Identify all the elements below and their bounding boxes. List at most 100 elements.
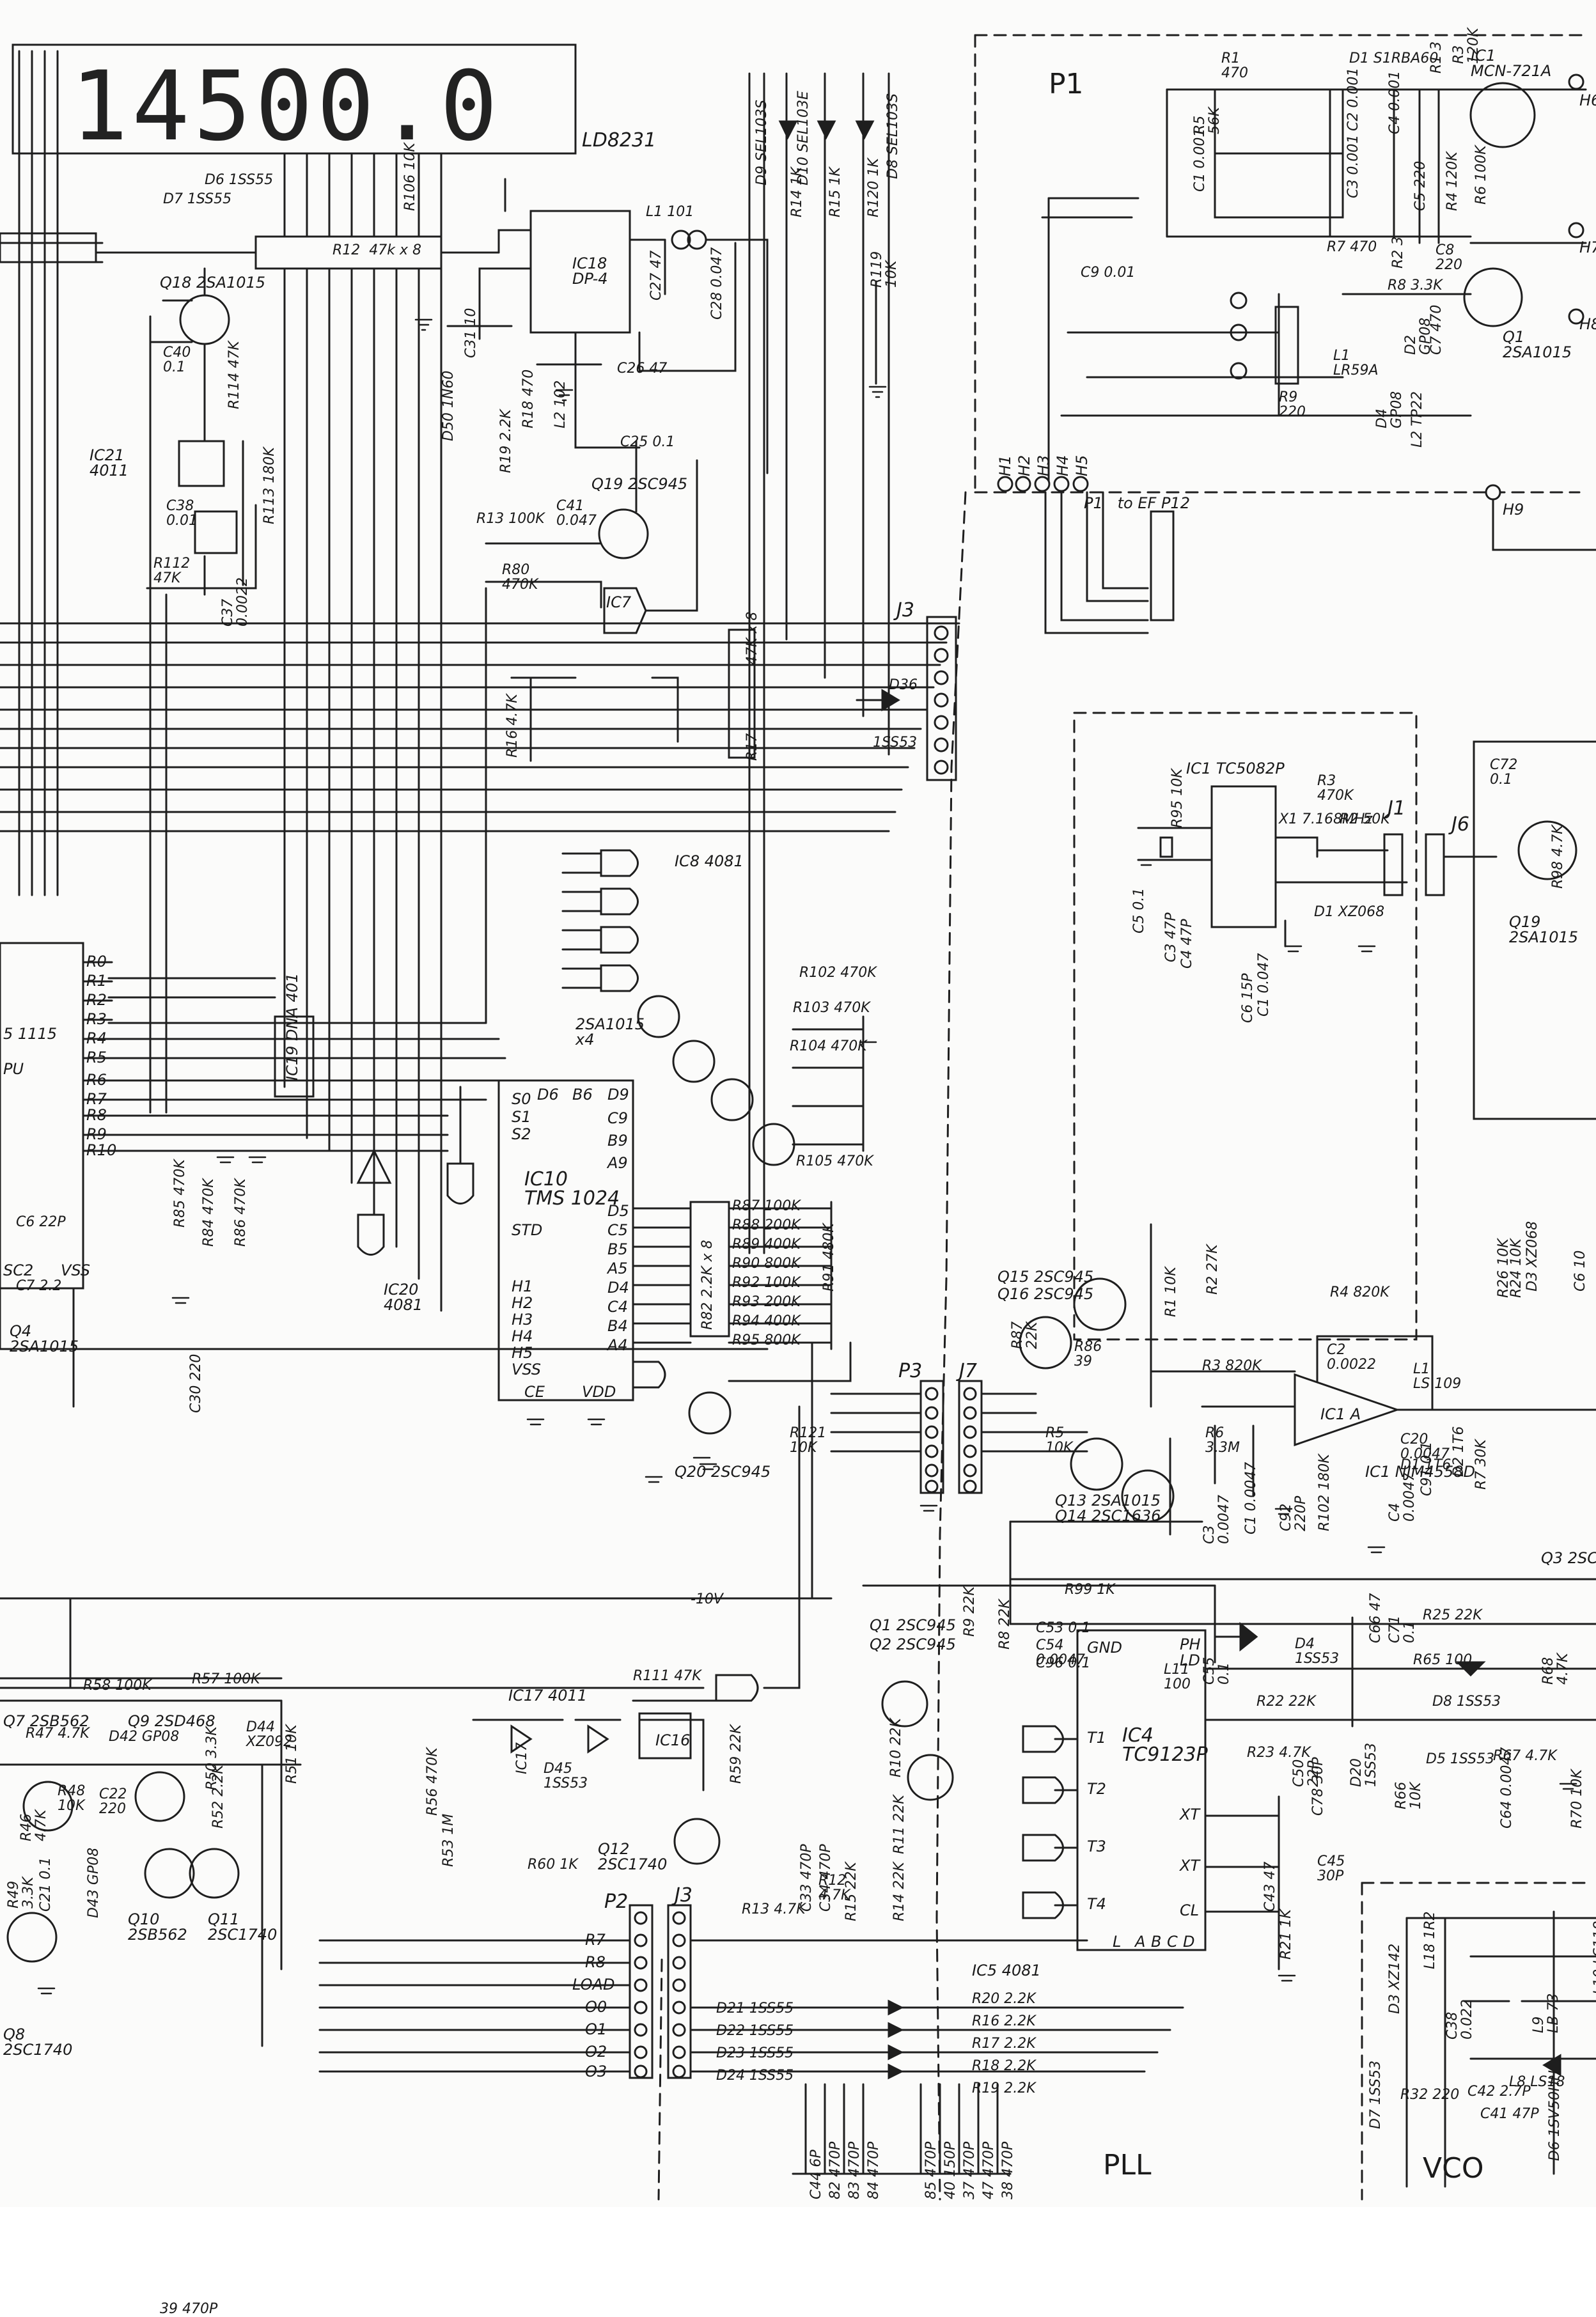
component-label: R88 200K [732, 1217, 801, 1233]
component-label: R53 1M [441, 1813, 457, 1867]
component-label: R92 100K [732, 1275, 801, 1291]
component-label: R70 10K [1569, 1769, 1585, 1829]
ic10-pin-a5: A5 [607, 1260, 628, 1277]
component-label: R67 4.7K [1493, 1748, 1557, 1764]
cpu-pin-r0: R0 [86, 953, 107, 971]
component-label: C92 220P [1278, 1495, 1310, 1531]
h-pin-1: H1 [996, 455, 1014, 476]
component-label: D4 GP08 [1374, 391, 1405, 428]
ic7-label: IC7 [606, 593, 632, 611]
cpu-label-2: PU [3, 1060, 24, 1078]
ic10-pin-s1: S1 [512, 1108, 531, 1126]
component-label: L1 101 [646, 204, 694, 220]
component-label: C6 10 [1572, 1250, 1588, 1291]
q2-pll-label: Q2 2SC945 [870, 1635, 956, 1653]
component-label: 1SS53 [873, 735, 918, 751]
component-label: R82 2.2K x 8 [700, 1240, 716, 1330]
component-label: C45 30P [1317, 1853, 1345, 1885]
h-pin-5: H5 [1073, 455, 1091, 476]
component-label: R59 22K [728, 1724, 744, 1784]
p2-pin-load: LOAD [572, 1976, 615, 1993]
cpu-label: 5 1115 [3, 1025, 57, 1043]
component-label: R49 3.3K [6, 1876, 37, 1908]
ic4-pin-cl: CL [1180, 1901, 1200, 1919]
component-label: C43 47 [1262, 1861, 1278, 1912]
ic10-pin-d9: D9 [607, 1086, 629, 1104]
ic4-pin-xt-bar: XT [1180, 1857, 1200, 1875]
ic10-block [497, 1079, 852, 1435]
display-readout: 14500.0 [70, 51, 502, 162]
component-label: D45 1SS53 [544, 1761, 588, 1792]
p2-pin-o1: O1 [585, 2020, 607, 2038]
h-pin-7: H7 [1579, 238, 1596, 256]
component-label: D22 1SS55 [716, 2023, 794, 2039]
component-label: -10V [691, 1591, 723, 1607]
q12-label: Q12 2SC1740 [598, 1840, 668, 1873]
component-label: R99 1K [1065, 1582, 1115, 1598]
component-label: R15 22K [843, 1862, 859, 1921]
ic10-label: IC10 TMS 1024 [524, 1168, 620, 1210]
component-label: C33 470P [799, 1844, 815, 1912]
ic10-pin-h2: H2 [512, 1294, 533, 1312]
component-label: C1 0.0047 [1243, 1462, 1259, 1534]
q15-label: Q15 2SC945 [997, 1268, 1094, 1286]
ic10-pin-h4: H4 [512, 1327, 533, 1345]
component-label: R1 470 [1221, 51, 1248, 82]
component-label: R21 1K [1278, 1909, 1294, 1960]
component-label: 39 470P [160, 2301, 218, 2317]
component-label: R14 1K [789, 167, 805, 217]
component-label: R94 400K [732, 1313, 801, 1329]
component-label: D3 XZ142 [1387, 1943, 1403, 2014]
ic4-pin-l: L [1113, 1933, 1122, 1951]
component-label: C27 47 [648, 250, 664, 300]
cpu-pin-r7: R7 [86, 1090, 107, 1108]
component-label: R51 10K [284, 1724, 300, 1784]
component-label: C4 47P [1179, 919, 1195, 969]
component-label: R91 480K [821, 1223, 837, 1291]
cpu-pin-r5: R5 [86, 1049, 107, 1066]
q10-label: Q10 2SB562 [128, 1910, 187, 1944]
component-label: D7 1SS55 [163, 191, 232, 207]
component-label: R23 4.7K [1247, 1745, 1311, 1761]
component-label: R68 4.7K [1540, 1653, 1572, 1685]
component-label: R103 470K [793, 1000, 870, 1016]
ic19-label: IC19 DNA 401 [283, 972, 301, 1080]
component-label: R18 2.2K [972, 2058, 1036, 2074]
section-vco-title: VCO [1423, 2152, 1484, 2185]
ic10-pin-h5: H5 [512, 1344, 533, 1362]
component-label: D4 1SS53 [1295, 1636, 1340, 1667]
component-label: C28 0.047 [709, 247, 725, 320]
component-label: R95 800K [732, 1332, 801, 1348]
cpu-pin-r9: R9 [86, 1125, 107, 1143]
q19-ic7-block [485, 440, 698, 1024]
component-label: R32 220 [1400, 2087, 1460, 2103]
component-label: D21 1SS55 [716, 2001, 794, 2017]
component-label: C38 0.01 [166, 498, 198, 529]
component-label: R93 200K [732, 1294, 801, 1310]
component-label: D6 1SV50HH [1547, 2070, 1563, 2161]
component-label: D36 [889, 677, 918, 693]
component-label: R66 10K [1393, 1781, 1425, 1809]
ic19-block [274, 1015, 315, 1098]
component-label: R2 3 [1390, 236, 1406, 269]
component-label: C72 0.1 [1490, 757, 1518, 788]
component-label: C55 0.1 [1201, 1657, 1233, 1685]
component-label: R104 470K [790, 1038, 867, 1054]
component-label: C9 0.01 [1081, 265, 1136, 281]
component-label: R3 470K [1317, 773, 1354, 804]
cpu-pin-r4: R4 [86, 1029, 107, 1047]
component-label: R22 22K [1256, 1694, 1316, 1710]
q1-p1-label: Q1 2SA1015 [1503, 328, 1572, 361]
ic4-pin-c: C [1167, 1933, 1178, 1951]
component-label: R87 100K [732, 1198, 801, 1214]
cpu-block [0, 942, 113, 1408]
component-label: D50 1N60 [441, 370, 457, 441]
component-label: L10 LS118 [1592, 1921, 1596, 1995]
component-label: C37 0.0022 [220, 577, 251, 627]
component-label: C25 0.1 [620, 434, 675, 450]
component-label: R120 1K [866, 158, 882, 217]
component-label: R113 180K [262, 447, 278, 524]
j3-top-connector [728, 616, 957, 781]
ic4-pin-a: A [1135, 1933, 1146, 1951]
p2-j3-bottom [318, 1904, 1184, 2175]
